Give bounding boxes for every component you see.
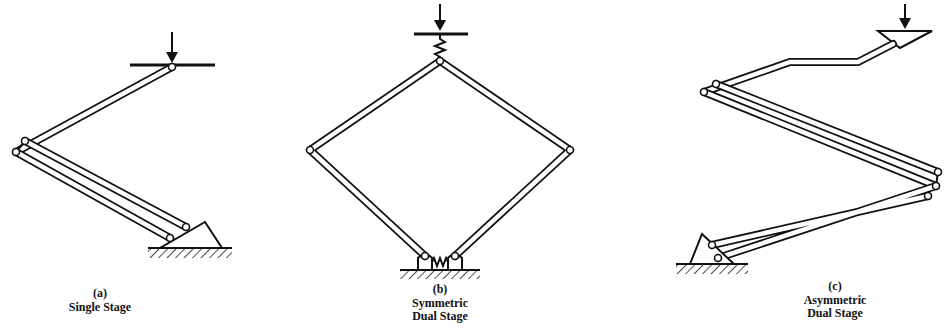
spring bbox=[432, 258, 448, 266]
ground-hatch bbox=[676, 265, 748, 274]
figure-caption: Asymmetric Dual Stage bbox=[793, 294, 877, 320]
joint bbox=[925, 193, 932, 200]
figure-letter: (b) bbox=[420, 283, 460, 296]
diamond-links bbox=[310, 61, 570, 256]
diamond-links bbox=[310, 61, 570, 256]
joint bbox=[307, 147, 314, 154]
ground-hatch bbox=[148, 249, 232, 258]
arrow-head bbox=[434, 20, 446, 31]
figure-caption: Single Stage bbox=[45, 301, 155, 314]
base-support bbox=[160, 222, 222, 248]
figure-letter: (a) bbox=[80, 287, 120, 300]
parallel-links bbox=[16, 141, 186, 238]
arrow-head bbox=[899, 18, 911, 29]
symmetric-dual-stage-mechanism bbox=[307, 4, 574, 279]
figure-letter: (c) bbox=[815, 280, 855, 293]
joint bbox=[13, 149, 20, 156]
ground-line bbox=[148, 247, 232, 249]
joint bbox=[933, 183, 940, 190]
joint bbox=[709, 242, 716, 249]
upper-parallel-links bbox=[704, 84, 938, 186]
joint bbox=[437, 58, 444, 65]
joint bbox=[167, 235, 174, 242]
link-bar bbox=[16, 67, 172, 152]
offset-arm bbox=[704, 44, 893, 92]
ground-hatch bbox=[400, 271, 480, 279]
asymmetric-dual-stage-mechanism bbox=[676, 4, 942, 274]
joint bbox=[452, 253, 459, 260]
ground-line bbox=[400, 269, 480, 271]
joint bbox=[22, 138, 29, 145]
parallel-links bbox=[16, 141, 186, 238]
base-support bbox=[690, 234, 734, 264]
upper-parallel-links bbox=[704, 84, 938, 186]
spring bbox=[435, 35, 445, 60]
joint bbox=[422, 253, 429, 260]
joint bbox=[701, 89, 708, 96]
joint bbox=[935, 169, 942, 176]
arrow-head bbox=[166, 52, 178, 63]
lower-parallel-links bbox=[712, 186, 936, 258]
offset-arm bbox=[704, 44, 893, 92]
link-bar bbox=[16, 67, 172, 152]
joint bbox=[169, 64, 176, 71]
joint bbox=[713, 81, 720, 88]
joint bbox=[567, 147, 574, 154]
figure-caption: Symmetric Dual Stage bbox=[400, 297, 480, 323]
single-stage-mechanism bbox=[13, 32, 233, 258]
ground-line bbox=[676, 263, 748, 265]
joint bbox=[183, 224, 190, 231]
lower-parallel-links bbox=[712, 186, 936, 258]
joint bbox=[715, 255, 722, 262]
